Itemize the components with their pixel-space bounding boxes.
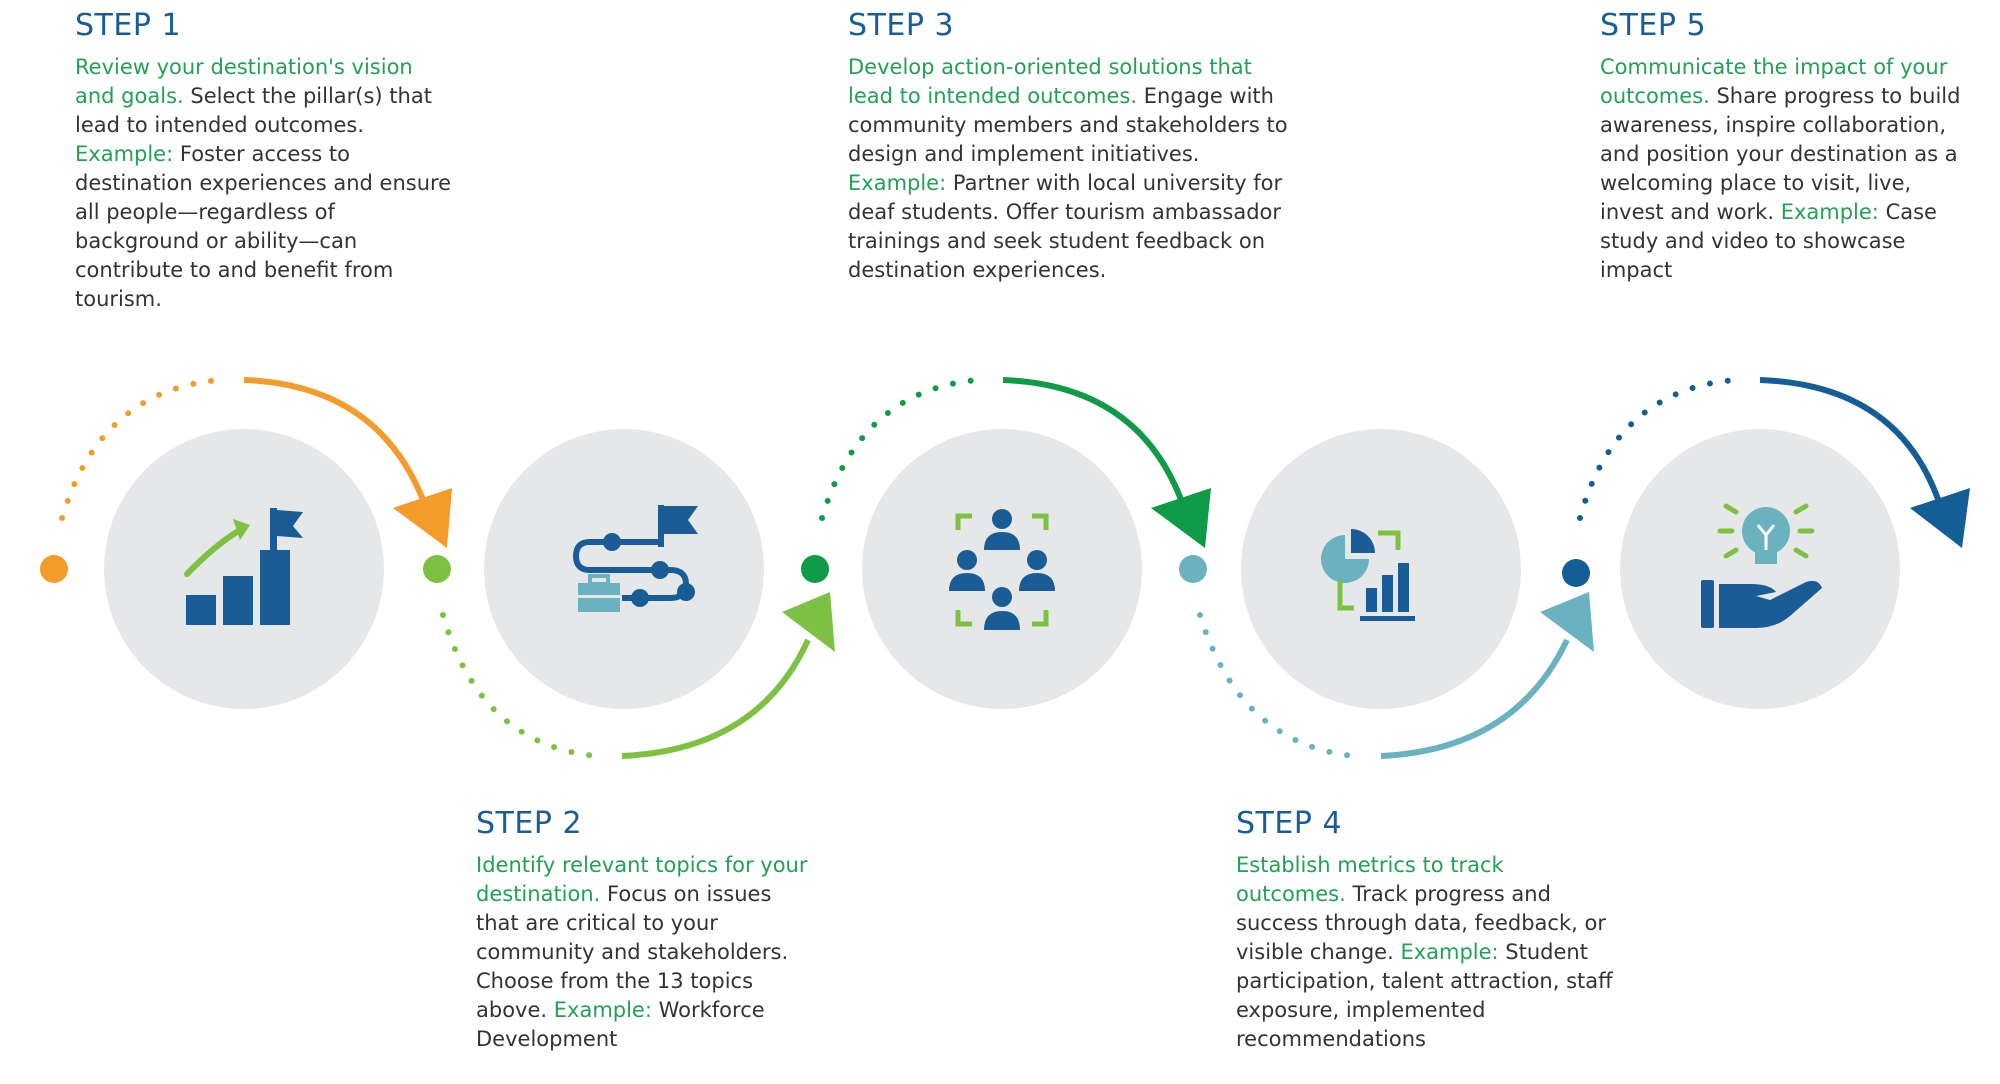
step-1-arrowhead (393, 488, 452, 548)
step-2-start-dot (423, 555, 451, 583)
step-3-example: Partner with local university for deaf s… (848, 171, 1283, 282)
step-4-title: STEP 4 (1236, 806, 1343, 841)
step-5-circle (1620, 429, 1900, 709)
step-3-connector (801, 377, 1211, 583)
step-1-start-dot (40, 555, 68, 583)
step-3-block: STEP 3 Develop action-oriented solutions… (848, 8, 1288, 285)
step-1-circle (104, 429, 384, 709)
team-focus-icon (949, 509, 1055, 630)
step-1-highlight: Review your destination's vision and goa… (75, 55, 413, 108)
step-5-arrowhead (1910, 488, 1970, 548)
step-2-block: STEP 2 Identify relevant topics for your… (476, 806, 816, 1054)
step-4-body: Track progress and success through data,… (1236, 882, 1606, 964)
idea-hand-icon (1701, 503, 1822, 628)
step-4-start-dot (1179, 555, 1207, 583)
step-5-connector (1562, 377, 1970, 587)
step-5-text: Communicate the impact of your outcomes.… (1600, 53, 1980, 285)
step-4-block: STEP 4 Establish metrics to track outcom… (1236, 806, 1616, 1054)
step-5-title: STEP 5 (1600, 8, 1707, 43)
step-4-circle (1241, 429, 1521, 709)
step-1-example-label: Example: (75, 142, 174, 166)
step-3-title: STEP 3 (848, 8, 955, 43)
step-1-block: STEP 1 Review your destination's vision … (75, 8, 455, 314)
step-1-connector (40, 377, 452, 583)
metrics-chart-icon (1321, 529, 1415, 621)
step-2-title: STEP 2 (476, 806, 583, 841)
step-2-example: Workforce Development (476, 998, 765, 1051)
step-2-arrowhead (782, 592, 835, 652)
step-3-start-dot (801, 555, 829, 583)
roadmap-flag-icon (572, 505, 698, 612)
step-5-body: Share progress to build awareness, inspi… (1600, 84, 1961, 224)
step-4-example-label: Example: (1400, 940, 1499, 964)
step-3-highlight: Develop action-oriented solutions that l… (848, 55, 1252, 108)
step-5-block: STEP 5 Communicate the impact of your ou… (1600, 8, 1980, 285)
growth-chart-flag-icon (184, 508, 303, 625)
step-3-circle (862, 429, 1142, 709)
step-3-arrowhead (1151, 488, 1211, 548)
step-3-text: Develop action-oriented solutions that l… (848, 53, 1288, 285)
step-4-arrowhead (1540, 592, 1594, 652)
step-5-highlight: Communicate the impact of your outcomes. (1600, 55, 1948, 108)
step-5-start-dot (1562, 559, 1590, 587)
step-1-text: Review your destination's vision and goa… (75, 53, 455, 314)
step-4-example: Student participation, talent attraction… (1236, 940, 1613, 1051)
step-2-text: Identify relevant topics for your destin… (476, 851, 816, 1054)
step-5-example-label: Example: (1780, 200, 1879, 224)
step-1-example: Foster access to destination experiences… (75, 142, 452, 311)
step-1-body: Select the pillar(s) that lead to intend… (75, 84, 432, 137)
step-2-highlight: Identify relevant topics for your destin… (476, 853, 808, 906)
step-2-body: Focus on issues that are critical to you… (476, 882, 789, 1022)
step-2-connector (423, 555, 835, 759)
step-4-connector (1179, 555, 1594, 759)
step-4-text: Establish metrics to track outcomes. Tra… (1236, 851, 1616, 1054)
step-3-example-label: Example: (848, 171, 947, 195)
step-5-example: Case study and video to showcase impact (1600, 200, 1937, 282)
step-2-example-label: Example: (553, 998, 652, 1022)
step-1-title: STEP 1 (75, 8, 182, 43)
step-3-body: Engage with community members and stakeh… (848, 84, 1288, 166)
step-4-highlight: Establish metrics to track outcomes. (1236, 853, 1504, 906)
